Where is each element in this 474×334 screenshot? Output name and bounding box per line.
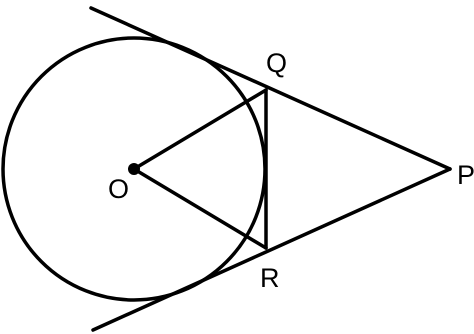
label-p: P — [457, 160, 474, 190]
center-point-o — [128, 163, 140, 175]
tangent-line-upper — [89, 6, 452, 171]
tangent-line-lower — [91, 167, 452, 332]
segment-oq — [132, 88, 268, 171]
label-r: R — [260, 263, 280, 293]
label-q: Q — [266, 48, 287, 78]
segment-or — [132, 167, 268, 250]
label-o: O — [108, 174, 129, 204]
